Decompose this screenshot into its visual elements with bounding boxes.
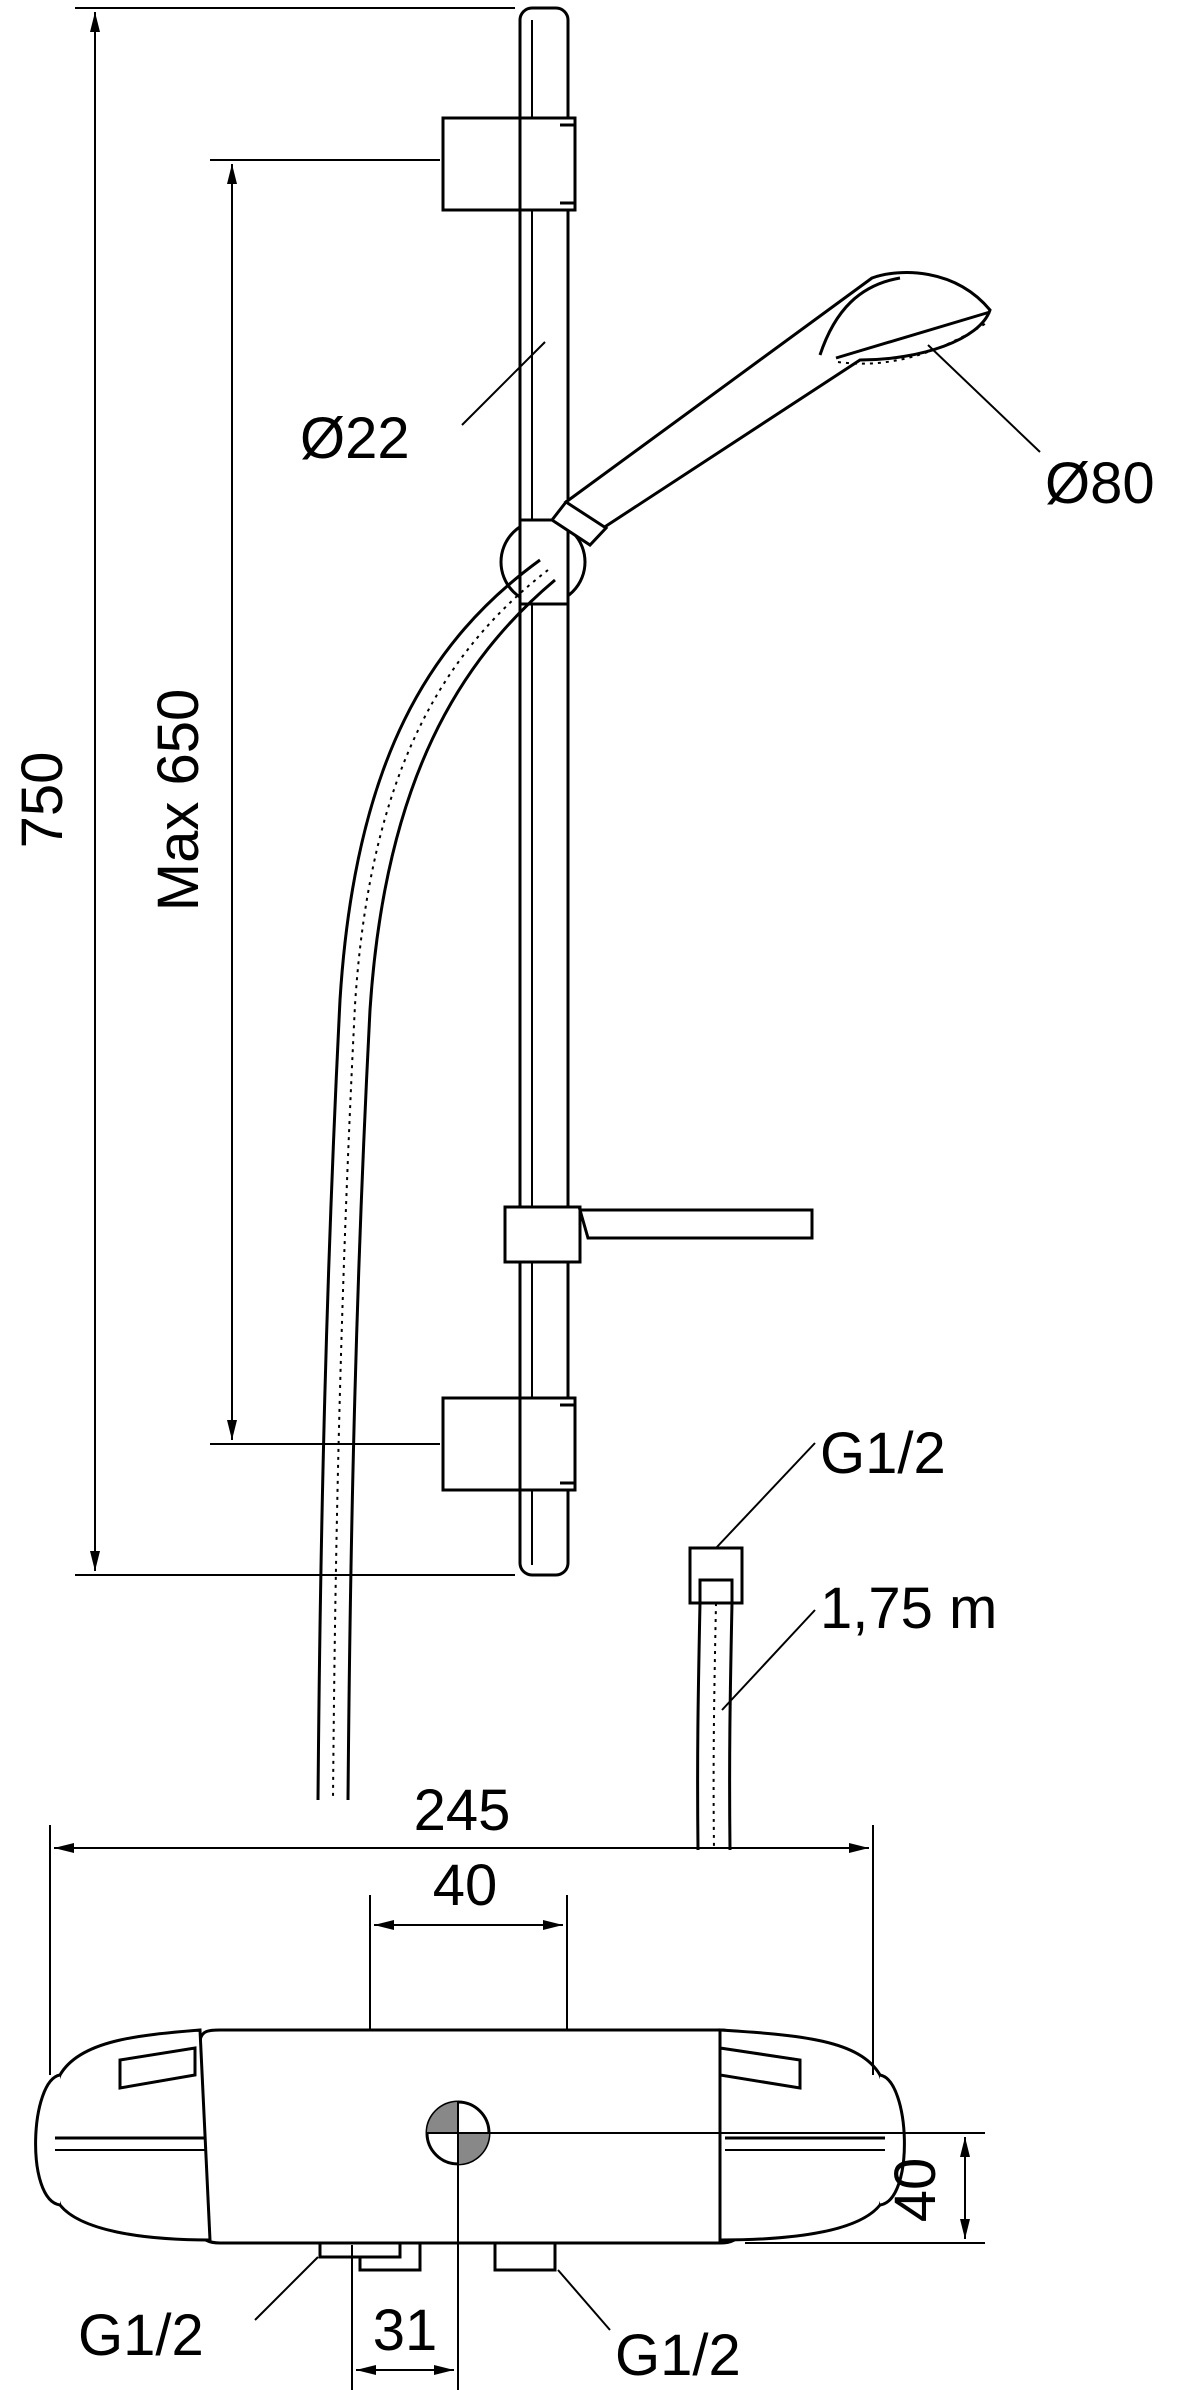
dimension-max-650-label: Max 650	[146, 689, 211, 911]
dimension-31	[351, 2164, 459, 2390]
outlet-nipple	[318, 2241, 402, 2259]
hand-shower	[549, 271, 992, 547]
dimension-750-label: 750	[10, 752, 75, 849]
soap-dish	[503, 1205, 814, 1264]
inlet-right	[493, 2241, 557, 2272]
dimension-245	[49, 1825, 874, 2075]
inlet-right-label: G1/2	[615, 2323, 741, 2388]
dimension-40-right-label: 40	[883, 2158, 948, 2223]
dimension-245-label: 245	[414, 1778, 511, 1843]
outlet-connection	[425, 2100, 491, 2166]
flow-handle-right	[718, 2028, 906, 2242]
leader-diameter-80	[927, 344, 1041, 453]
spare-hose	[688, 1546, 744, 1851]
diameter-22-label: Ø22	[300, 406, 410, 471]
dimension-31-label: 31	[373, 2298, 438, 2363]
slider-holder	[499, 518, 587, 606]
top-wall-bracket	[441, 116, 577, 212]
leader-diameter-22	[461, 341, 546, 426]
leader-hose-length	[721, 1609, 816, 1711]
hose-thread-label: G1/2	[820, 1421, 946, 1486]
dimension-40-top	[369, 1895, 568, 2030]
inlet-left-label: G1/2	[78, 2303, 204, 2368]
slide-bar	[518, 6, 570, 1577]
leader-inlet-right	[557, 2269, 611, 2331]
leader-inlet-left	[254, 2256, 319, 2321]
dimension-750	[75, 7, 515, 1576]
hose-length-label: 1,75 m	[820, 1576, 997, 1641]
dimension-max-650	[210, 159, 440, 1445]
leader-hose-thread	[715, 1442, 816, 1549]
bottom-wall-bracket	[441, 1396, 577, 1492]
diameter-80-label: Ø80	[1045, 451, 1155, 516]
shower-hose	[316, 558, 556, 1801]
temperature-handle-left	[34, 2028, 212, 2242]
dimension-40-top-label: 40	[433, 1853, 498, 1918]
dimension-40-right	[490, 2132, 985, 2244]
